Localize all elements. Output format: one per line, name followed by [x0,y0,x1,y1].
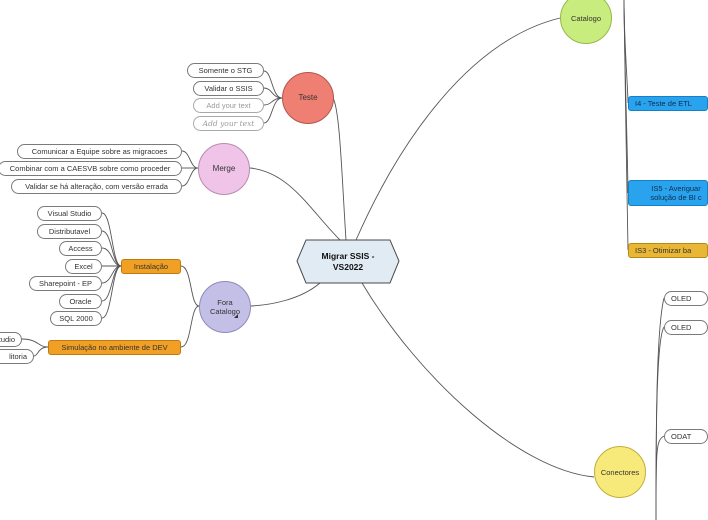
topic-merge[interactable]: Merge [198,143,250,195]
instalacao-item-7[interactable]: SQL 2000 [50,311,102,326]
topic-catalogo[interactable]: Catalogo [560,0,612,44]
topic-simulacao[interactable]: Simulação no ambiente de DEV [48,340,181,355]
instalacao-item-1[interactable]: Visual Studio [37,206,102,221]
teste-item-2[interactable]: Validar o SSIS [193,81,264,96]
conectores-item-1[interactable]: OLED [664,291,708,306]
topic-conectores[interactable]: Conectores [594,446,646,498]
teste-item-1[interactable]: Somente o STG [187,63,264,78]
teste-item-4[interactable]: Add your text [193,116,264,131]
catalogo-item-3[interactable]: IS3 - Otimizar ba [628,243,708,258]
conectores-item-2[interactable]: OLED [664,320,708,335]
teste-item-3[interactable]: Add your text [193,98,264,113]
conectores-item-3[interactable]: ODAT [664,429,708,444]
merge-item-1[interactable]: Comunicar a Equipe sobre as migracoes [17,144,182,159]
instalacao-item-6[interactable]: Oracle [59,294,102,309]
instalacao-item-4[interactable]: Excel [65,259,102,274]
catalogo-item-1[interactable]: I4 - Teste de ETL [628,96,708,111]
catalogo-item-2[interactable]: IS5 - Averiguar solução de BI c [628,180,708,206]
instalacao-item-3[interactable]: Access [59,241,102,256]
link-teste [332,97,347,241]
instalacao-item-2[interactable]: Distributavel [37,224,102,239]
simulacao-item-2[interactable]: litoria [0,349,34,364]
central-topic-title[interactable]: Migrar SSIS - VS2022 [321,251,375,272]
collapse-triangle-icon[interactable] [234,314,238,318]
link-fora [250,282,321,307]
instalacao-item-5[interactable]: Sharepoint - EP [29,276,102,291]
topic-fora-catalogo[interactable]: Fora Catalogo [199,281,251,333]
topic-instalacao[interactable]: Instalação [121,259,181,274]
central-topic-shape[interactable] [296,239,400,284]
simulacao-item-1[interactable]: tudio [0,332,22,347]
link-conectores [361,282,595,478]
link-catalogo [355,17,561,241]
merge-item-3[interactable]: Validar se há alteração, com versão erra… [11,179,182,194]
link-merge [249,167,341,241]
topic-teste[interactable]: Teste [282,72,334,124]
merge-item-2[interactable]: Combinar com a CAESVB sobre como procede… [0,161,182,176]
